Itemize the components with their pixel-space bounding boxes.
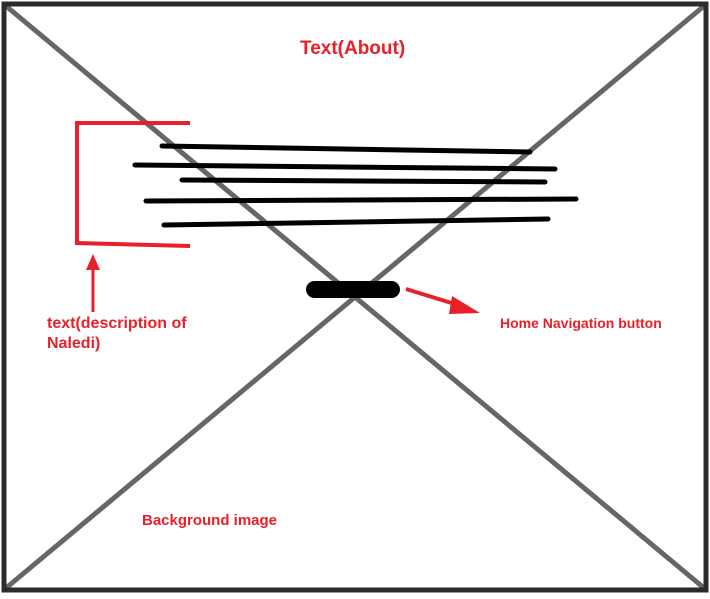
description-bracket [75,121,191,248]
background-image-annotation: Background image [142,512,278,529]
description-text-lines [132,143,579,228]
home-button-arrow [405,287,480,314]
description-annotation: text(description of Naledi) [47,315,187,352]
description-arrow [86,254,100,312]
text-line [132,162,558,172]
text-line [161,216,551,228]
description-arrow-head [86,254,100,270]
text-line [179,177,548,185]
text-line [143,196,579,204]
home-button-arrow-shaft [405,287,459,307]
home-button-annotation: Home Navigation button [500,315,662,331]
home-navigation-button[interactable] [306,281,400,298]
home-button-arrow-head [449,296,480,314]
about-title-annotation: Text(About) [300,38,406,59]
text-line [159,143,533,155]
